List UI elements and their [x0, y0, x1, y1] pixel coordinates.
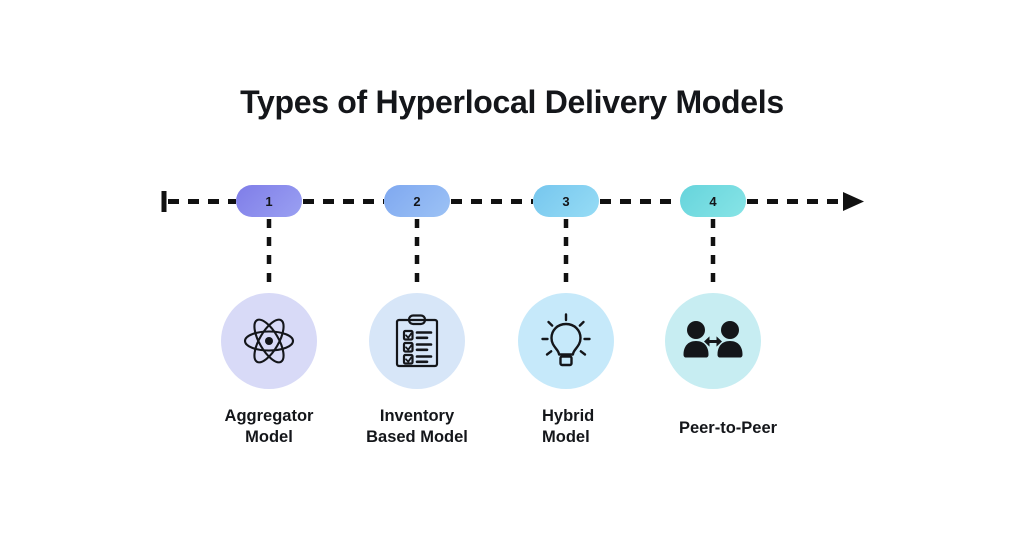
icon-circle-peer-to-peer[interactable]	[665, 293, 761, 389]
caption-inventory: Inventory Based Model	[366, 407, 468, 447]
badge-number: 3	[562, 193, 570, 209]
badge-number: 1	[265, 193, 273, 209]
timeline-badge-3[interactable]: 3	[533, 185, 599, 217]
caption-aggregator: Aggregator Model	[224, 407, 314, 447]
atom-icon	[241, 313, 297, 369]
icon-circle-aggregator[interactable]	[221, 293, 317, 389]
badge-number: 2	[413, 193, 421, 209]
people-exchange-icon	[683, 319, 743, 363]
caption-peer-to-peer: Peer-to-Peer	[678, 419, 778, 437]
clipboard-checklist-icon	[390, 312, 444, 370]
caption-hybrid: Hybrid Model	[542, 407, 595, 447]
timeline-badge-2[interactable]: 2	[384, 185, 450, 217]
icon-circle-hybrid[interactable]	[518, 293, 614, 389]
icon-circle-inventory[interactable]	[369, 293, 465, 389]
timeline-badge-4[interactable]: 4	[680, 185, 746, 217]
page-title: Types of Hyperlocal Delivery Models	[240, 84, 784, 120]
badge-number: 4	[709, 193, 717, 209]
timeline-badge-1[interactable]: 1	[236, 185, 302, 217]
lightbulb-icon	[538, 312, 594, 370]
